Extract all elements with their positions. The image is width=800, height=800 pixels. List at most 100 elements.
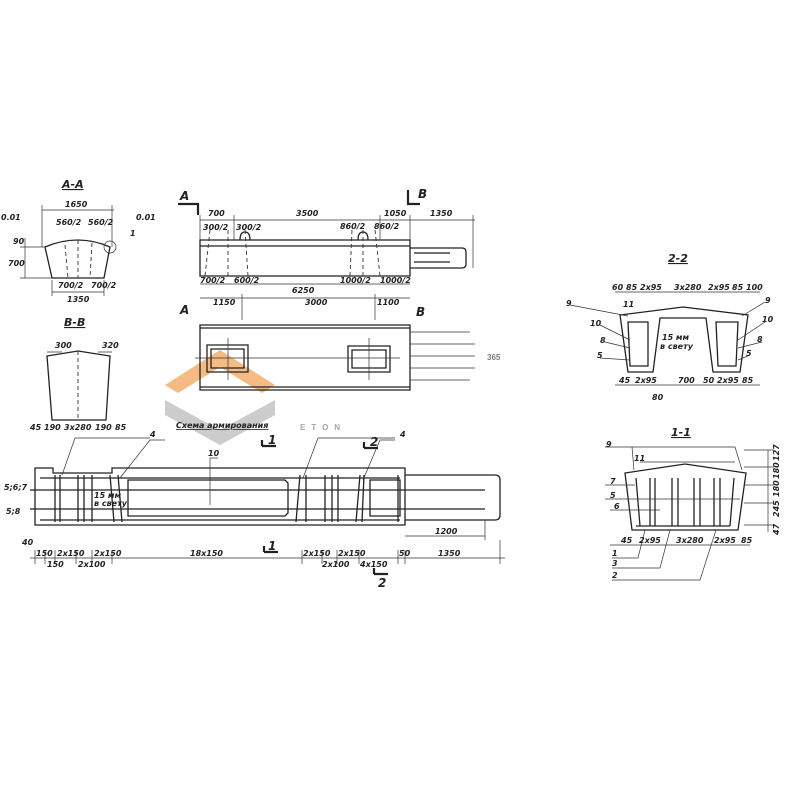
dim-text: 85 <box>742 376 754 385</box>
section-mark: А <box>179 303 189 317</box>
dim-text: 700 <box>8 259 25 268</box>
dim-text: 560/2 <box>56 218 82 227</box>
dim-text: 1350 <box>430 209 453 218</box>
dim-text: 2x95 <box>708 283 730 292</box>
dim-text: 85 <box>741 536 753 545</box>
watermark-brand: ETON <box>300 423 346 432</box>
dim-text: 700/2 <box>58 281 84 290</box>
dim-text: 2x150 <box>94 549 122 558</box>
dim-text: 6250 <box>292 286 315 295</box>
dim-text: 1000/2 <box>380 276 411 285</box>
dim-text: 2x150 <box>338 549 366 558</box>
dim-text: 300/2 <box>236 223 262 232</box>
dim-text: 1350 <box>67 295 90 304</box>
dim-text: 1100 <box>377 298 400 307</box>
dim-text: 1200 <box>435 527 458 536</box>
dim-text: 45 <box>620 536 633 545</box>
dim-text: 3x280 <box>674 283 702 292</box>
dim-text: 2x95 <box>635 376 657 385</box>
dim-text: 90 <box>13 237 25 246</box>
dim-text: 85 <box>732 283 744 292</box>
dim-text: 1350 <box>438 549 461 558</box>
dim-text: 80 <box>652 393 664 402</box>
section-mark: В <box>418 187 427 201</box>
rebar-label: 10 <box>590 319 602 328</box>
dim-text: 700/2 <box>200 276 226 285</box>
rebar-label: 4 <box>399 430 406 439</box>
dim-text: 560/2 <box>88 218 114 227</box>
rebar-label: 9 <box>606 440 612 449</box>
rebar-label: 3 <box>612 559 618 568</box>
dim-text: 4x150 <box>359 560 388 569</box>
rebar-label: 4 <box>149 430 156 439</box>
dim-text: 180 <box>772 462 781 479</box>
rebar-label: 8 <box>600 336 606 345</box>
dim-text: 860/2 <box>374 222 400 231</box>
dim-text: 700 <box>678 376 695 385</box>
note-text: 15 мм <box>662 333 689 342</box>
rebar-label: 9 <box>765 296 771 305</box>
dim-text: 1650 <box>65 200 88 209</box>
rebar-label: 10 <box>208 449 220 458</box>
dim-text: 3x280 <box>64 423 92 432</box>
section-1-1: 1-1 9 11 7 5 6 127 180 180 245 47 45 2x9… <box>605 426 781 581</box>
dim-text: 190 <box>44 423 61 432</box>
section-b-b: В-В 300 320 45 190 3x280 190 85 <box>29 316 127 432</box>
dim-text: 40 <box>21 538 34 547</box>
dim-text: 1050 <box>384 209 407 218</box>
dim-text: 50 <box>703 376 715 385</box>
dim-text: 100 <box>746 283 763 292</box>
rebar-label: 5;8 <box>6 507 21 516</box>
dim-text: 45 <box>618 376 631 385</box>
rebar-label: 8 <box>757 335 763 344</box>
section-mark: 1 <box>268 539 276 553</box>
dim-text: 150 <box>47 560 64 569</box>
dim-text: 700 <box>208 209 225 218</box>
dim-text: 85 <box>115 423 127 432</box>
dim-text: 1150 <box>213 298 236 307</box>
section-mark: 2 <box>378 576 386 590</box>
note-text: 15 мм <box>94 491 121 500</box>
rebar-label: 10 <box>762 315 774 324</box>
dim-text: 860/2 <box>340 222 366 231</box>
rebar-label: 5 <box>610 491 616 500</box>
dim-text: 3000 <box>305 298 328 307</box>
note-text: в свету <box>660 342 694 351</box>
dim-text: 18x150 <box>190 549 223 558</box>
section-mark: 1 <box>268 433 276 447</box>
beam-elevation: А В 700 3500 1050 1350 300/2 300/2 860/2… <box>178 187 475 391</box>
dim-text: 1000/2 <box>340 276 371 285</box>
rebar-label: 2 <box>612 571 618 580</box>
dim-text: 1 <box>130 229 136 238</box>
dim-text: 180 <box>772 480 781 497</box>
rebar-label: 5 <box>597 351 603 360</box>
section-a-a-title: А-А <box>61 178 84 191</box>
rebar-label: 11 <box>634 454 645 463</box>
dim-text: 60 <box>612 283 624 292</box>
dim-text: 300/2 <box>203 223 229 232</box>
dim-text: 2x100 <box>322 560 350 569</box>
dim-text: 47 <box>772 523 781 536</box>
dim-text: 0.01 <box>1 213 21 222</box>
watermark-chevron-grey-icon <box>165 400 275 445</box>
section-b-b-title: В-В <box>64 316 85 329</box>
rebar-label: 5 <box>746 349 752 358</box>
dim-text: 2x95 <box>714 536 736 545</box>
dim-text: 2x150 <box>57 549 85 558</box>
section-a-a: А-А 1650 560/2 560/2 0.01 0.01 1 90 700 … <box>1 178 156 304</box>
dim-text: 3500 <box>296 209 319 218</box>
dim-text: 3x280 <box>676 536 704 545</box>
dim-text: 2x95 <box>639 536 661 545</box>
dim-text: 320 <box>102 341 119 350</box>
reinforcement-scheme: Схема армирования 5;6;7 5;8 4 10 1 2 4 1… <box>4 421 505 590</box>
section-2-2-title: 2-2 <box>668 252 688 265</box>
watermark-chevron-icon <box>165 350 275 393</box>
dim-text: 2x150 <box>303 549 331 558</box>
dim-text: 600/2 <box>234 276 260 285</box>
scheme-title: Схема армирования <box>176 421 268 430</box>
dim-text: 2x95 <box>640 283 662 292</box>
section-2-2: 2-2 60 85 2x95 3x280 2x95 85 100 45 2x95… <box>566 252 774 402</box>
dim-text: 50 <box>399 549 411 558</box>
